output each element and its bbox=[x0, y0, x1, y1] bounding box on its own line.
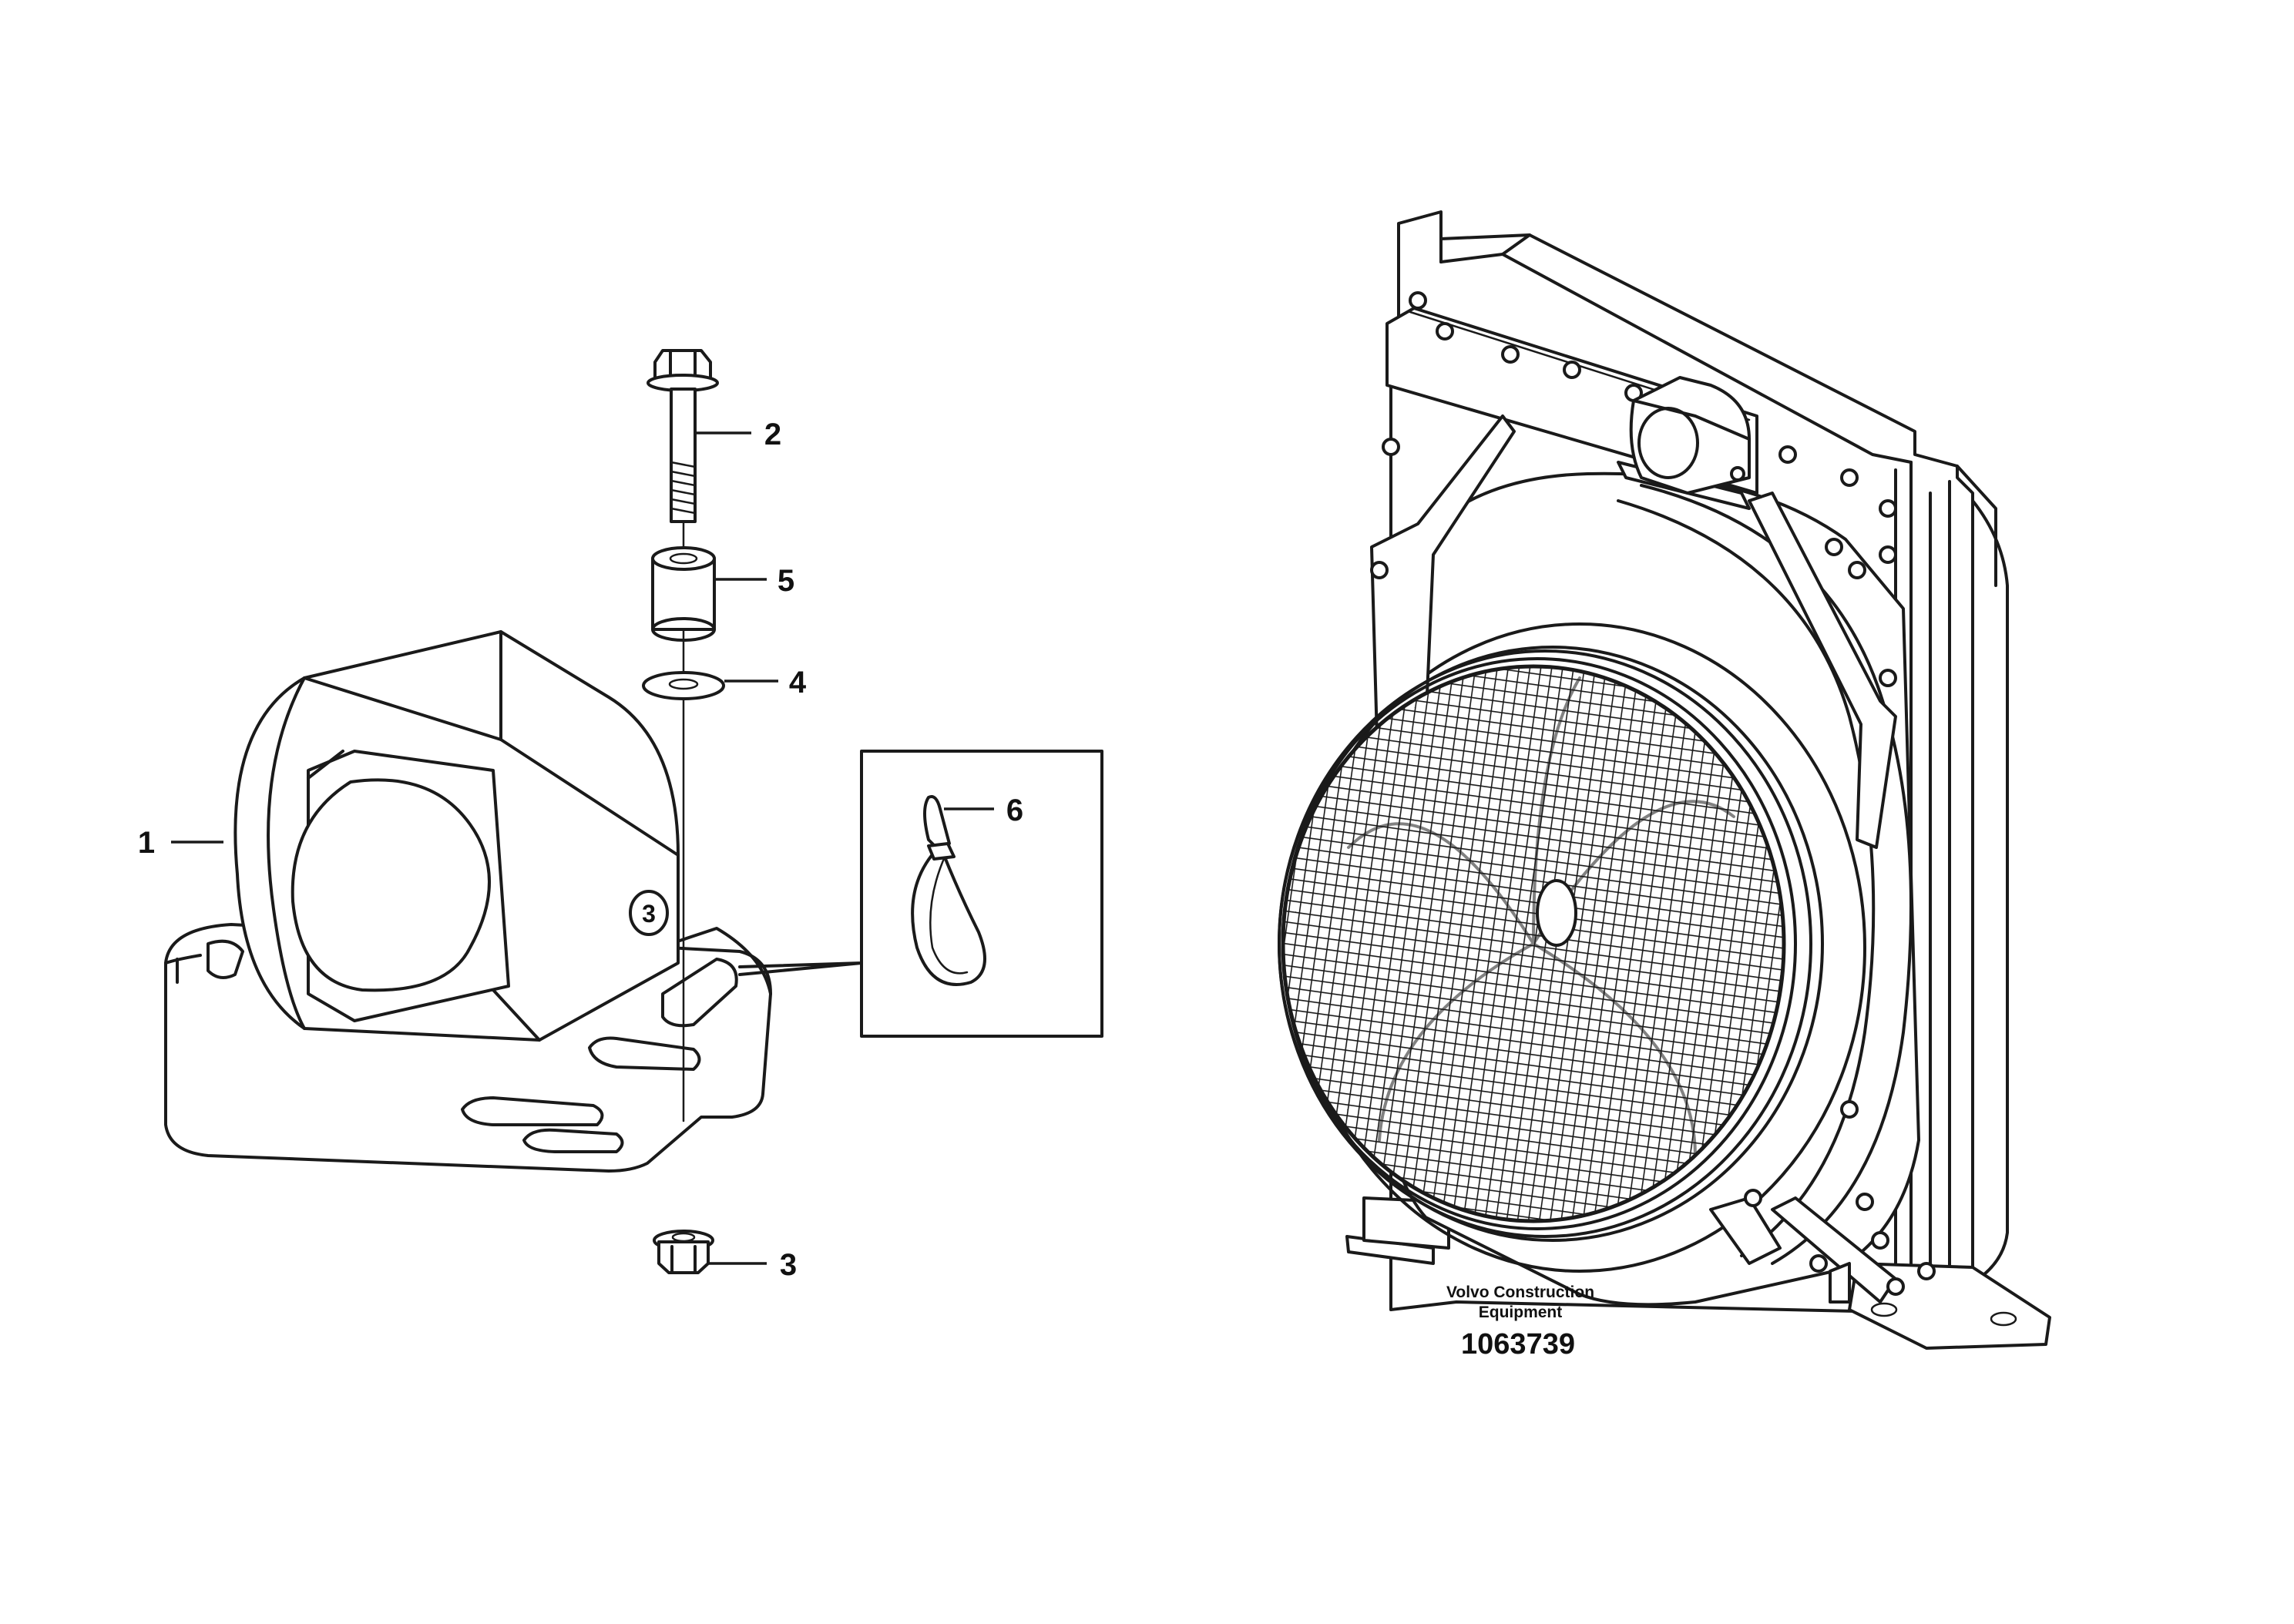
spacer bbox=[651, 546, 716, 642]
radiator-assembly bbox=[1278, 210, 2051, 1350]
leader-lines bbox=[171, 431, 994, 1265]
horn-stamp-circle bbox=[629, 890, 669, 936]
bolt bbox=[647, 349, 719, 523]
callout-2: 2 bbox=[764, 418, 781, 451]
callout-6: 6 bbox=[1006, 794, 1023, 827]
flange-nut bbox=[653, 1230, 714, 1274]
callout-5: 5 bbox=[778, 564, 794, 598]
mounted-horn bbox=[1617, 376, 1751, 510]
cable-tie-detail bbox=[738, 750, 1103, 1038]
horn-speaker-cone bbox=[291, 778, 491, 992]
detail-box bbox=[860, 750, 1103, 1038]
manufacturer-line-1: Volvo Construction bbox=[1446, 1283, 1594, 1301]
backup-alarm-horn: 3 bbox=[164, 630, 772, 1173]
manufacturer-line-2: Equipment bbox=[1479, 1304, 1563, 1321]
callout-1: 1 bbox=[138, 826, 155, 860]
drawing-number: 1063739 bbox=[1461, 1328, 1575, 1361]
washer bbox=[642, 671, 725, 700]
fan-hub-slot bbox=[1536, 879, 1577, 947]
horn-stamp-mark: 3 bbox=[642, 900, 656, 928]
callout-3: 3 bbox=[780, 1248, 797, 1282]
callout-4: 4 bbox=[789, 666, 807, 700]
